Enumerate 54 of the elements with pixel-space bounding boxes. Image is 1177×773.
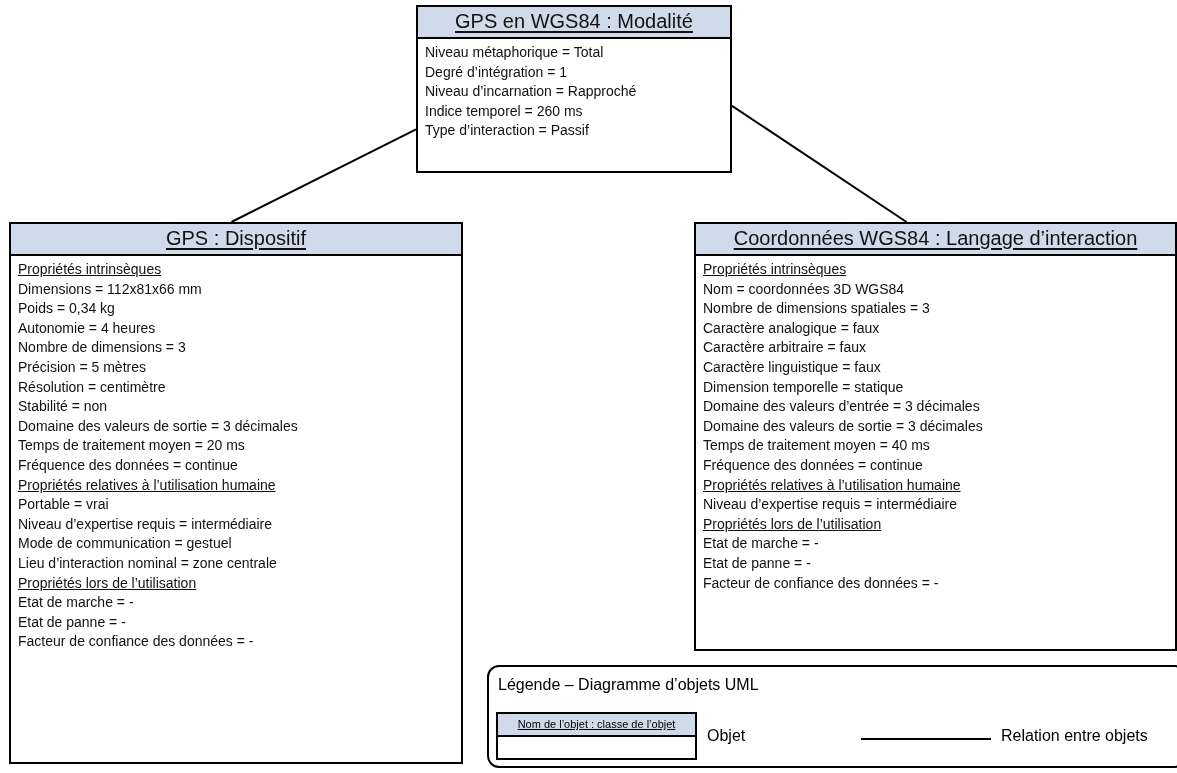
object-title: GPS : Dispositif <box>165 227 306 249</box>
object-box <box>416 5 732 173</box>
section-heading: Propriétés intrinsèques <box>18 260 163 279</box>
attribute-text: Etat de marche = - <box>18 593 135 613</box>
section-heading: Propriétés lors de l’utilisation <box>18 573 198 593</box>
section-heading: Propriétés relatives à l’utilisation humaine <box>18 475 277 495</box>
attribute-text: Niveau d’expertise requis = intermédiaire <box>18 514 274 534</box>
attribute-text: Nombre de dimensions spatiales = 3 <box>703 299 931 319</box>
attribute-text: Autonomie = 4 heures <box>18 318 157 338</box>
attribute-text: Facteur de confiance des données = - <box>703 573 940 593</box>
object-title: Nom de l’objet : classe de l’objet <box>517 718 676 730</box>
attribute-text: Précision = 5 mètres <box>18 357 147 377</box>
object-box <box>694 222 1177 651</box>
attribute-text: Caractère linguistique = faux <box>703 357 882 377</box>
attribute-text: Etat de panne = - <box>18 612 127 632</box>
section-heading: Propriétés lors de l’utilisation <box>703 514 883 534</box>
relation-line <box>731 104 908 223</box>
attribute-text: Niveau métaphorique = Total <box>425 43 605 62</box>
attribute-text: Lieu d’interaction nominal = zone centrale <box>18 553 278 573</box>
legend-title: Légende – Diagramme d’objets UML <box>498 676 759 694</box>
attribute-text: Portable = vrai <box>18 495 110 515</box>
attribute-text: Poids = 0,34 kg <box>18 299 116 319</box>
attribute-text: Résolution = centimètre <box>18 377 167 397</box>
attribute-text: Temps de traitement moyen = 40 ms <box>703 436 931 456</box>
attribute-text: Caractère arbitraire = faux <box>703 338 868 358</box>
attribute-text: Domaine des valeurs d’entrée = 3 décimales <box>703 397 981 417</box>
attribute-text: Facteur de confiance des données = - <box>18 632 255 652</box>
attribute-text: Degré d’intégration = 1 <box>425 62 569 82</box>
section-heading: Propriétés intrinsèques <box>703 260 848 279</box>
attribute-text: Indice temporel = 260 ms <box>425 101 584 121</box>
object-title: Coordonnées WGS84 : Langage d’interaction <box>733 227 1138 249</box>
attribute-text: Nom = coordonnées 3D WGS84 <box>703 279 906 299</box>
attribute-text: Dimensions = 112x81x66 mm <box>18 279 203 299</box>
relation-line <box>230 128 417 223</box>
object-title: GPS en WGS84 : Modalité <box>455 10 693 32</box>
legend-text: Relation entre objets <box>1001 727 1148 745</box>
attribute-text: Etat de marche = - <box>703 534 820 554</box>
object-box <box>9 222 463 764</box>
attribute-text: Domaine des valeurs de sortie = 3 décimales <box>18 416 299 436</box>
attribute-text: Etat de panne = - <box>703 553 812 573</box>
attribute-text: Caractère analogique = faux <box>703 318 881 338</box>
attribute-text: Nombre de dimensions = 3 <box>18 338 187 358</box>
attribute-text: Mode de communication = gestuel <box>18 534 233 554</box>
attribute-text: Domaine des valeurs de sortie = 3 décimales <box>703 416 984 436</box>
attribute-text: Stabilité = non <box>18 397 109 417</box>
attribute-text: Fréquence des données = continue <box>18 455 239 475</box>
attribute-text: Niveau d’incarnation = Rapproché <box>425 82 638 102</box>
attribute-text: Dimension temporelle = statique <box>703 377 905 397</box>
legend-text: Objet <box>707 727 746 745</box>
attribute-text: Temps de traitement moyen = 20 ms <box>18 436 246 456</box>
attribute-text: Niveau d’expertise requis = intermédiaire <box>703 495 959 515</box>
attribute-text: Fréquence des données = continue <box>703 455 924 475</box>
attribute-text: Type d’interaction = Passif <box>425 121 590 141</box>
section-heading: Propriétés relatives à l’utilisation humaine <box>703 475 962 495</box>
